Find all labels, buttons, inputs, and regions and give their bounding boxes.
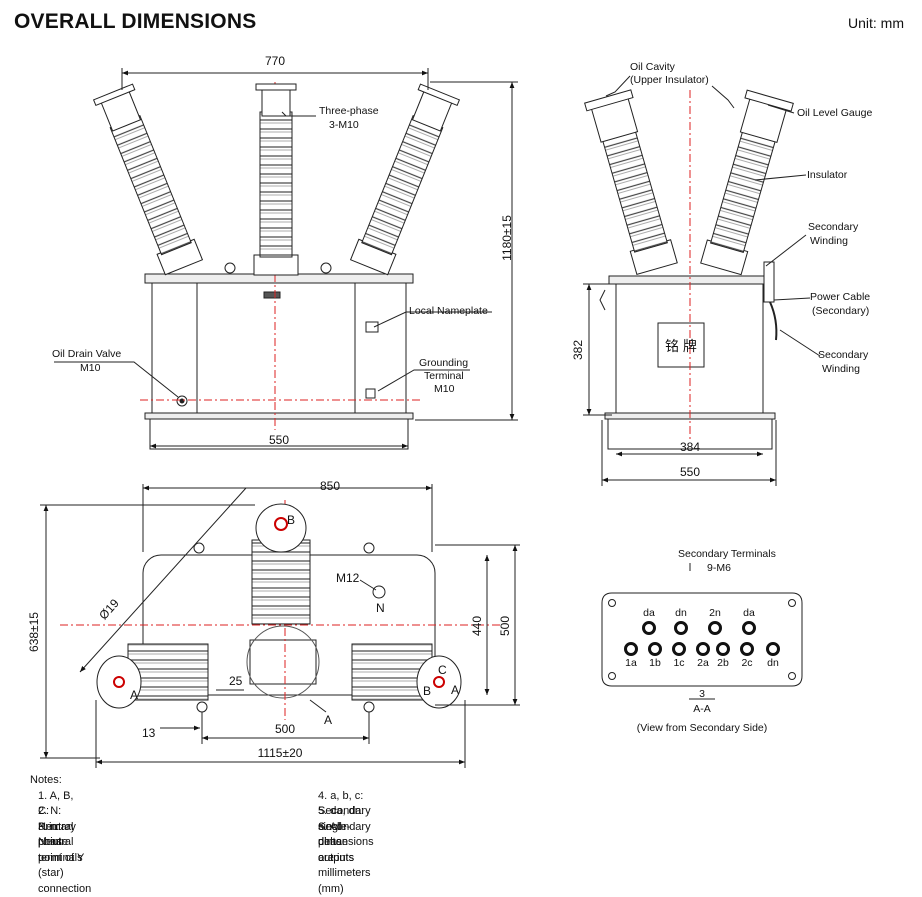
- secondary-terminal-board: [602, 563, 802, 699]
- dim-382: 382: [571, 340, 585, 360]
- label-secondary-winding-1b: Winding: [810, 235, 848, 247]
- label-upper-insulator: (Upper Insulator): [630, 74, 709, 86]
- secondary-terminals-count: 9-M6: [707, 562, 731, 574]
- terminal-label-bottom-3: 1c: [673, 657, 684, 669]
- dim-500-vertical: 500: [498, 616, 512, 636]
- section-number: 3: [699, 688, 705, 700]
- dim-770: 770: [265, 54, 285, 68]
- secondary-terminals-title: Secondary Terminals: [678, 548, 776, 560]
- label-grounding: Grounding: [419, 357, 468, 369]
- label-grounding-m10: M10: [434, 383, 455, 395]
- terminal-label-top-2: dn: [675, 607, 687, 619]
- label-power-cable-b: (Secondary): [812, 305, 869, 317]
- label-m12: M12: [336, 571, 360, 585]
- dim-500-horizontal: 500: [275, 722, 295, 736]
- top-insulator-a: [97, 644, 208, 708]
- note-6: 6. All dimensions are in millimeters (mm…: [318, 820, 374, 897]
- label-insulator: Insulator: [807, 169, 848, 181]
- terminal-b-right: B: [423, 684, 431, 698]
- note-3: 3. n: Neutral point of Y (star) connecti…: [38, 820, 91, 897]
- dim-phi19: Ø19: [96, 596, 122, 622]
- dim-height: 1180±15: [500, 215, 514, 261]
- terminal-label-bottom-6: 2c: [741, 657, 752, 669]
- terminal-label-top-4: da: [743, 607, 755, 619]
- terminal-c: C: [438, 663, 447, 677]
- label-3m10: 3-M10: [329, 119, 359, 131]
- terminal-label-bottom-1: 1a: [625, 657, 637, 669]
- terminal-b: B: [287, 513, 295, 527]
- section-caption: (View from Secondary Side): [637, 722, 768, 734]
- dim-384: 384: [680, 440, 700, 454]
- dim-25: 25: [229, 674, 243, 688]
- dim-550-side: 550: [680, 465, 700, 479]
- label-oil-cavity: Oil Cavity: [630, 61, 676, 73]
- label-power-cable-a: Power Cable: [810, 291, 870, 303]
- terminal-label-bottom-4: 2a: [697, 657, 709, 669]
- label-secondary-winding-1a: Secondary: [808, 221, 859, 233]
- terminal-label-top-3: 2n: [709, 607, 721, 619]
- terminal-label-bottom-5: 2b: [717, 657, 729, 669]
- side-insulator-left: [585, 90, 680, 275]
- label-terminal: Terminal: [424, 370, 464, 382]
- terminal-label-top-1: da: [643, 607, 655, 619]
- side-view: [583, 76, 820, 486]
- label-oil-level-gauge: Oil Level Gauge: [797, 107, 872, 119]
- dim-13: 13: [142, 726, 156, 740]
- section-name: A-A: [693, 703, 711, 715]
- dim-550-front: 550: [269, 433, 289, 447]
- dim-440: 440: [470, 616, 484, 636]
- label-secondary-winding-2a: Secondary: [818, 349, 869, 361]
- label-oil-drain-valve: Oil Drain Valve: [52, 348, 121, 360]
- notes-heading: Notes:: [30, 774, 62, 786]
- side-nameplate-text: 铭 牌: [665, 338, 697, 354]
- terminal-a-left: A: [130, 688, 138, 702]
- front-base: [145, 413, 413, 419]
- front-insulator-center: [254, 84, 298, 275]
- side-insulator-right: [698, 90, 793, 275]
- front-insulator-left: [94, 84, 204, 275]
- label-local-nameplate: Local Nameplate: [409, 305, 488, 317]
- dim-638: 638±15: [27, 612, 41, 652]
- top-insulator-b: [252, 504, 310, 624]
- label-section-a: A: [324, 713, 332, 727]
- terminal-label-bottom-7: dn: [767, 657, 779, 669]
- label-three-phase: Three-phase: [319, 105, 379, 117]
- label-oil-drain-m10: M10: [80, 362, 101, 374]
- label-secondary-winding-2b: Winding: [822, 363, 860, 375]
- terminal-label-bottom-2: 1b: [649, 657, 661, 669]
- dimension-drawing: 770 1180±15 550 Three-phase 3-M10 Local …: [0, 0, 922, 850]
- front-tank: [152, 280, 406, 413]
- notes: Notes: 1. A, B, C: Primary phase termina…: [30, 773, 62, 835]
- label-n: N: [376, 601, 385, 615]
- terminal-a-right: A: [451, 683, 459, 697]
- top-secondary-box: [250, 640, 316, 684]
- dim-850: 850: [320, 479, 340, 493]
- dim-1115: 1115±20: [258, 746, 303, 760]
